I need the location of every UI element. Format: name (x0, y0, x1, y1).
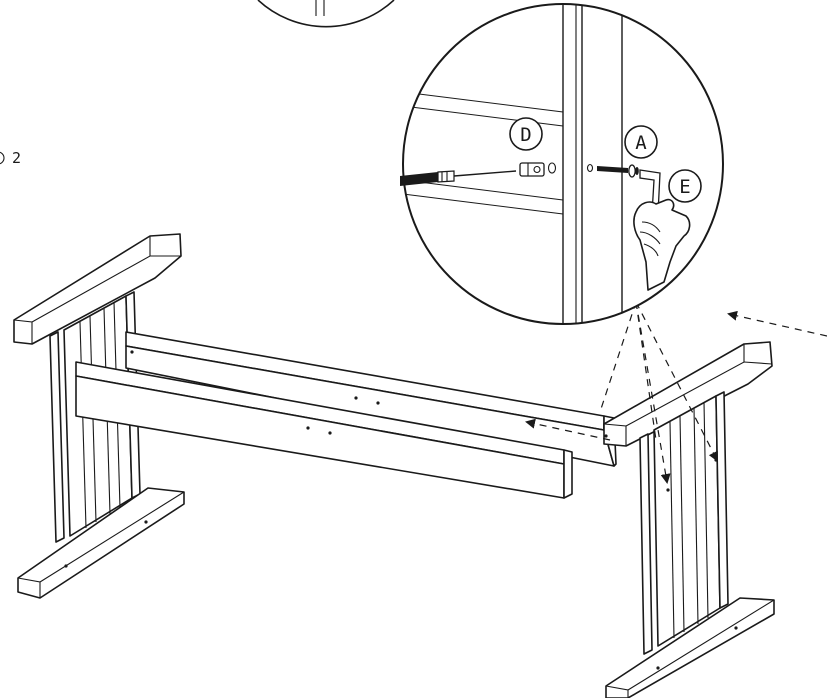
step-number: 2 (12, 149, 21, 167)
back-rail (125, 331, 617, 467)
callout-a: A (624, 125, 658, 159)
step-marker: 2 (0, 149, 21, 167)
svg-text:D: D (520, 124, 531, 146)
svg-text:E: E (679, 176, 690, 198)
front-rail (75, 361, 573, 499)
bolt-with-washer (597, 164, 639, 178)
callout-e: E (668, 169, 702, 203)
right-leg-frame (603, 341, 775, 698)
previous-detail-circle (257, 0, 395, 28)
assembly-guides (525, 301, 827, 484)
screwdriver-icon (400, 170, 517, 186)
callout-d: D (509, 117, 543, 151)
hand-icon (633, 198, 691, 291)
left-leg-frame (13, 233, 185, 599)
cam-nut (519, 162, 545, 177)
detail-circle (400, 3, 724, 325)
svg-text:A: A (635, 132, 647, 154)
